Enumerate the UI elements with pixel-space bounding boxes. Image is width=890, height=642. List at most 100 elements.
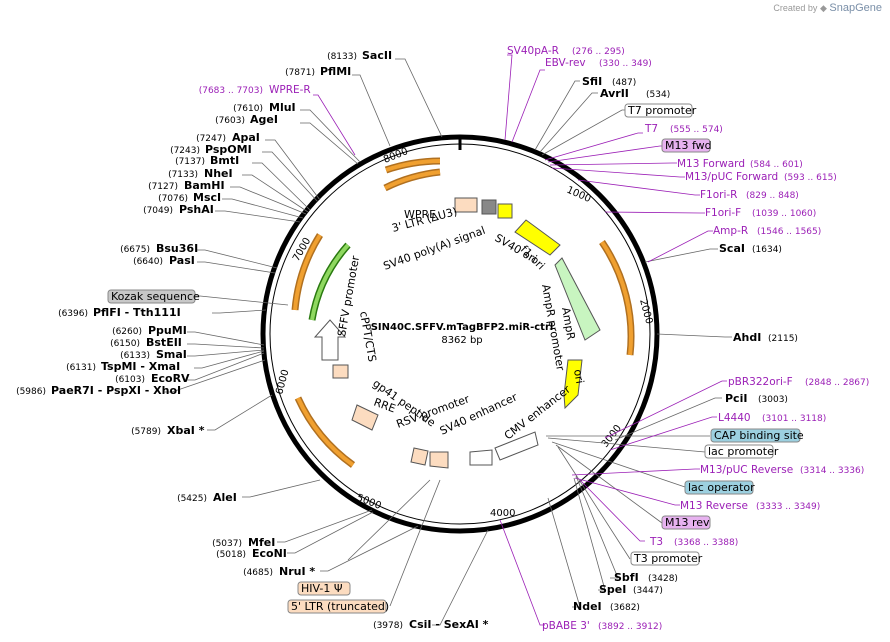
primer-l4440: L4440 [718, 412, 751, 424]
primer-ebv: EBV-rev [545, 57, 586, 69]
enzyme-ahdi: AhdI [733, 331, 761, 344]
line-ppumi [187, 331, 265, 346]
primer-pos-t7: (555 .. 574) [670, 125, 723, 135]
enzyme-smai: SmaI [156, 348, 187, 361]
line-pasi [197, 261, 276, 274]
line-agei [300, 122, 359, 165]
enzyme-pos-agei: (7603) [215, 116, 245, 126]
primer-pos-wpre: (7683 .. 7703) [199, 86, 263, 96]
line-kozak [195, 295, 289, 306]
feature-sv40pa-box[interactable] [481, 199, 497, 215]
enzyme-pos-nhei: (7133) [168, 170, 198, 180]
line-bamhi [230, 186, 307, 215]
pline-l4440 [609, 416, 717, 451]
line-pspomi [262, 151, 319, 203]
line-hiv [347, 479, 431, 561]
box-lac-operator[interactable] [684, 480, 754, 495]
label-wpre: WPRE [404, 208, 436, 221]
credit-brand: SnapGene [829, 2, 882, 14]
enzyme-pos-smai: (6133) [120, 351, 150, 361]
primer-pos-f1orir: (829 .. 848) [746, 191, 799, 201]
pline-m13pucrev [571, 468, 700, 476]
box-t3-promoter[interactable] [630, 551, 700, 566]
label-sffv: SFFV promoter [335, 254, 362, 337]
feature-gp41-box[interactable] [351, 404, 379, 431]
line-apai [265, 139, 321, 201]
pline-sv40pa [504, 54, 513, 141]
enzyme-pos-ahdi: (2115) [768, 334, 798, 344]
primer-f1orir: F1ori-R [700, 189, 737, 201]
feature-cmv-box[interactable] [494, 431, 539, 461]
line-mlui [300, 109, 361, 163]
box-kozak[interactable] [107, 289, 196, 304]
pline-ebv [511, 69, 545, 143]
line-avrii [539, 92, 598, 153]
line-xmai [194, 350, 265, 369]
enzyme-ppumi: PpuMI [148, 324, 187, 337]
box-cap[interactable] [710, 428, 801, 443]
line-nrui [320, 525, 419, 572]
enzyme-pflfi: PflFI - Tth111I [93, 306, 181, 319]
tick-6000: 6000 [274, 368, 291, 395]
line-ahdi [656, 333, 732, 338]
feature-ampr-arrow[interactable] [554, 257, 601, 341]
pline-wpre [313, 94, 356, 156]
feature-ori-arrow[interactable] [563, 359, 583, 410]
credit-text: Created by ◆ SnapGene [773, 2, 882, 14]
line-spei [573, 477, 606, 591]
primer-pos-l4440: (3101 .. 3118) [762, 414, 826, 424]
enzyme-pos-bsu36i: (6675) [120, 245, 150, 255]
feature-rsv-box[interactable] [429, 451, 449, 469]
box-kozak-label: Kozak sequence [111, 290, 200, 303]
box-m13fwd[interactable] [661, 138, 711, 153]
feature-cppt-box[interactable] [332, 364, 349, 379]
enzyme-pos-bmti: (7137) [175, 157, 205, 167]
feature-sv40enh-box[interactable] [469, 449, 493, 466]
line-ndei [547, 497, 581, 608]
feature-rre-box[interactable] [410, 447, 429, 466]
enzyme-pos-msci: (7076) [158, 194, 188, 204]
line-csii [432, 529, 489, 626]
line-ltr5 [389, 479, 441, 607]
box-hiv[interactable] [297, 581, 351, 596]
pline-m13f [549, 162, 677, 166]
enzyme-agei: AgeI [250, 113, 278, 126]
enzyme-scai: ScaI [719, 242, 745, 255]
enzyme-pos-bsteii: (6150) [110, 339, 140, 349]
line-lacop [551, 441, 686, 488]
feature-sffv-arrow[interactable] [313, 319, 347, 361]
box-t7-promoter[interactable] [624, 103, 693, 118]
enzyme-xmai: TspMI - XmaI [101, 360, 180, 373]
enzyme-pos-ppumi: (6260) [112, 327, 142, 337]
line-pshai [215, 210, 301, 223]
primer-m13pucrev: M13/pUC Reverse [700, 464, 793, 476]
feature-3ltr-box[interactable] [454, 197, 478, 213]
enzyme-pos-csii: (3978) [373, 621, 403, 631]
orf-arc-5-fill [293, 233, 322, 311]
enzyme-msci: MscI [193, 191, 221, 204]
primer-f1orif: F1ori-F [705, 207, 741, 219]
credit-prefix: Created by [773, 3, 818, 13]
label-ori: ori [571, 368, 586, 384]
enzyme-pos-apai: (7247) [196, 134, 226, 144]
enzyme-bsteii: BstEII [146, 336, 182, 349]
feature-sv40ori-box[interactable] [497, 203, 513, 219]
line-alei [242, 479, 321, 498]
enzyme-sacII: SacII [362, 49, 392, 62]
box-m13rev[interactable] [661, 515, 711, 530]
line-m13rev [555, 444, 663, 524]
snapgene-icon: ◆ [819, 3, 827, 13]
orf-arc-4-fill [296, 397, 355, 467]
enzyme-pasi: PasI [169, 254, 195, 267]
line-pflmi [352, 74, 391, 147]
enzyme-pos-pflmi: (7871) [285, 68, 315, 78]
box-lac-promoter[interactable] [704, 444, 774, 459]
enzyme-pshai: PshAI [179, 203, 214, 216]
box-5ltr[interactable] [287, 599, 387, 614]
tick-4000: 4000 [490, 508, 515, 519]
primer-pos-m13reverse: (3333 .. 3349) [756, 502, 820, 512]
primer-connectors [313, 54, 727, 626]
box-lac-promoter-label: lac promoter [708, 445, 779, 458]
enzyme-pos-ndei: (3682) [610, 603, 640, 613]
feature-f1ori-arrow[interactable] [514, 219, 561, 256]
